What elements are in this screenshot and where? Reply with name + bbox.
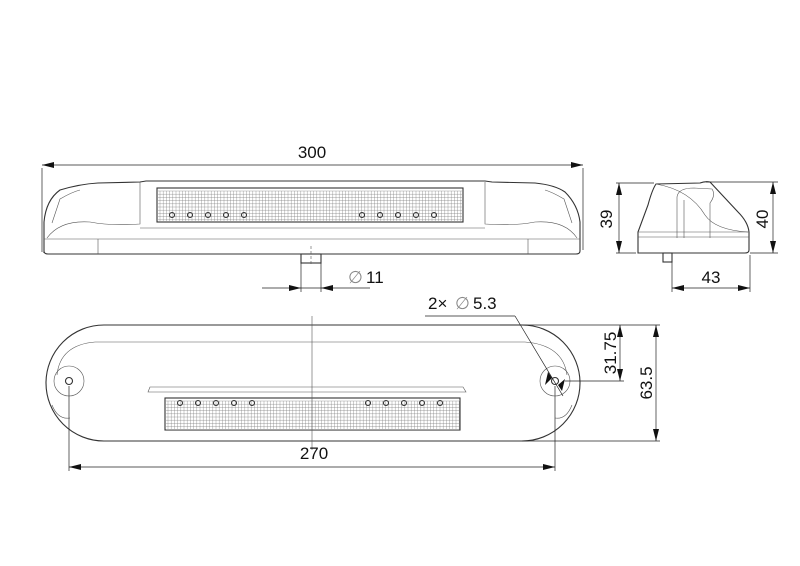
led-icon (222, 211, 230, 219)
led-icon (394, 211, 402, 219)
bottom-view-body (45, 324, 581, 442)
led-icon (358, 211, 366, 219)
dimension-side-height-40: 40 (706, 181, 778, 254)
dimension-half-width: 31.75 (500, 324, 660, 382)
dimension-label-270: 270 (300, 444, 328, 463)
dimension-overall-length: 300 (41, 143, 584, 252)
side-view-body (637, 181, 750, 254)
dimension-label-31-75: 31.75 (601, 332, 620, 375)
top-view (43, 180, 581, 266)
led-icon (430, 211, 438, 219)
hole-count-label: 2× (428, 294, 447, 313)
dimension-overall-width: 63.5 (522, 325, 660, 442)
top-view-lens (156, 187, 464, 223)
bottom-view-lens (164, 397, 461, 431)
mounting-hole-right (550, 376, 560, 386)
top-view-body (43, 180, 581, 255)
dimension-label-5-3: 5.3 (473, 294, 497, 313)
dimension-side-height-39: 39 (597, 182, 654, 254)
dimension-hole-diameter: 2× ∅ 5.3 (425, 294, 565, 397)
led-icon (186, 211, 194, 219)
led-icon (212, 399, 220, 407)
side-stud (662, 252, 673, 263)
dimension-label-300: 300 (298, 143, 326, 162)
led-icon (240, 211, 248, 219)
led-icon (230, 399, 238, 407)
dimension-side-depth-43: 43 (671, 255, 751, 292)
dimension-label-40: 40 (753, 210, 772, 229)
dimension-label-11: 11 (366, 268, 384, 287)
led-icon (418, 399, 426, 407)
dimension-label-39: 39 (597, 210, 616, 229)
dimension-label-63-5: 63.5 (637, 366, 656, 399)
led-icon (412, 211, 420, 219)
led-icon (204, 211, 212, 219)
mounting-hole-left (64, 376, 74, 386)
led-icon (376, 211, 384, 219)
led-icon (194, 399, 202, 407)
led-icon (436, 399, 444, 407)
led-icon (400, 399, 408, 407)
led-icon (364, 399, 372, 407)
dimension-hole-spacing-270: 270 (68, 386, 556, 471)
side-view (637, 181, 750, 263)
led-icon (168, 211, 176, 219)
dimension-stud-diameter: ∅ 11 (262, 263, 384, 292)
led-icon (382, 399, 390, 407)
dimension-label-43: 43 (702, 268, 721, 287)
led-icon (248, 399, 256, 407)
led-icon (176, 399, 184, 407)
diameter-symbol: ∅ (455, 294, 470, 314)
bottom-view (45, 316, 581, 450)
diameter-symbol: ∅ (348, 268, 363, 288)
